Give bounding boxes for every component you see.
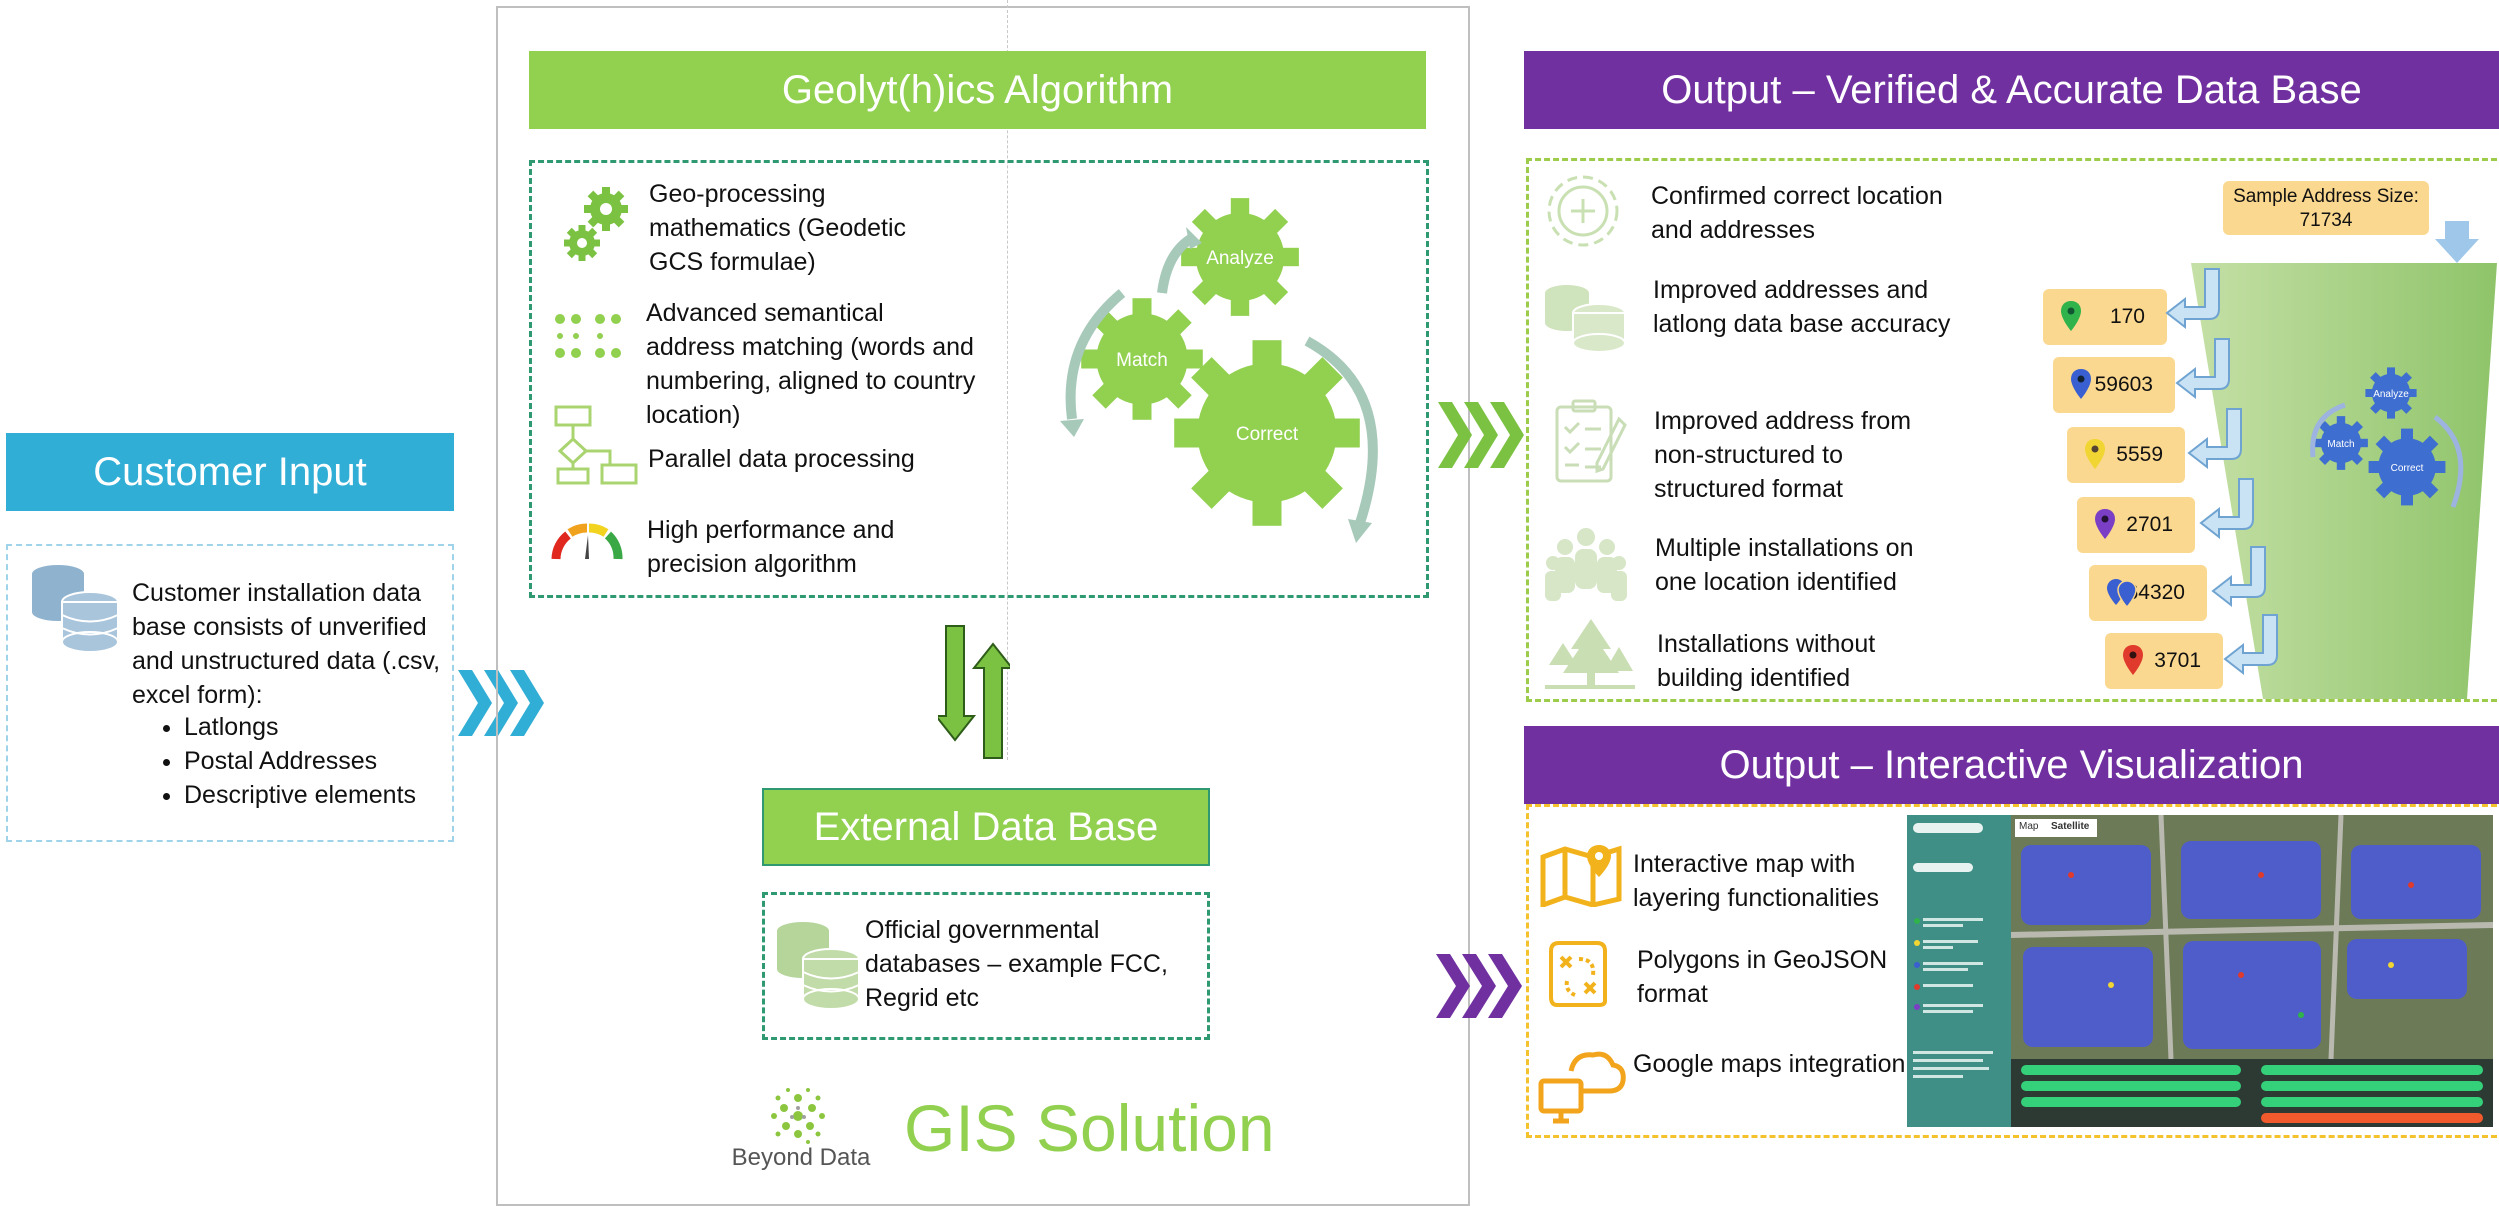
gears-icon <box>564 187 628 261</box>
people-group-icon <box>1545 528 1627 601</box>
product-title: GIS Solution <box>904 1091 1275 1165</box>
map-note <box>1913 1049 2003 1079</box>
funnel-graphic <box>2191 263 2497 699</box>
sample-size-value: 71734 <box>2299 210 2353 231</box>
output-item-confirmed: Confirmed correct location and addresses <box>1651 182 1943 244</box>
count-value: 64320 <box>2126 581 2185 604</box>
customer-input-title: Customer Input <box>93 449 367 494</box>
map-filter-input[interactable] <box>1913 863 1973 872</box>
gear-label-correct: Correct <box>1236 424 1299 445</box>
output-verified-title: Output – Verified & Accurate Data Base <box>1661 67 2362 112</box>
chevron-arrow-green-icon <box>1438 402 1524 468</box>
map-pin-blue-icon <box>2071 369 2091 399</box>
gear-label-match: Match <box>1116 350 1168 371</box>
output-item-without-building: Installations without building identifie… <box>1657 630 1876 692</box>
exchange-arrows-icon <box>938 625 1010 759</box>
cloud-monitor-icon <box>1538 1051 1626 1124</box>
map-pin-green-icon <box>2061 301 2081 331</box>
database-icon <box>32 565 119 653</box>
map-search-input[interactable] <box>1913 823 1983 833</box>
visual-item-interactive-map: Interactive map with layering functional… <box>1633 850 1879 912</box>
count-value: 2701 <box>2126 513 2173 536</box>
beyond-data-logo-icon <box>771 1088 825 1144</box>
map-pin-icon <box>1540 845 1622 907</box>
map-screenshot: Map Satellite <box>1907 815 2493 1127</box>
curved-arrows-graphic <box>2165 268 2278 676</box>
external-db-description: Official governmental databases – exampl… <box>865 916 1168 1012</box>
output-visual-box: Interactive map with layering functional… <box>1526 804 2499 1138</box>
map-tab-map[interactable]: Map <box>2019 821 2039 832</box>
bullet-postal-addresses: Postal Addresses <box>184 744 448 778</box>
mini-gear-label-correct: Correct <box>2391 463 2424 474</box>
external-db-title: External Data Base <box>813 804 1159 849</box>
count-badge: 3701 <box>2105 633 2223 689</box>
output-visual-title: Output – Interactive Visualization <box>1719 742 2304 787</box>
chevron-arrow-blue-icon <box>458 670 544 736</box>
count-badge: 2701 <box>2077 497 2195 553</box>
sample-size-badge: Sample Address Size: 71734 <box>2223 181 2429 235</box>
map-canvas[interactable]: Map Satellite <box>2010 815 2493 1060</box>
visual-item-polygons: Polygons in GeoJSON format <box>1637 946 1888 1008</box>
mini-gear-label-analyze: Analyze <box>2373 389 2409 400</box>
database-icon <box>1545 285 1626 353</box>
mini-gears-graphic: Analyze Match Correct <box>2310 367 2464 508</box>
algorithm-gears-graphic: Analyze Match Correct <box>1060 198 1378 543</box>
algorithm-banner: Geolyt(h)ics Algorithm <box>529 51 1426 129</box>
checklist-icon <box>1555 399 1627 483</box>
customer-input-description: Customer installation data base consists… <box>132 579 441 709</box>
down-arrow-icon <box>2435 221 2479 263</box>
algorithm-box: Geo-processing mathematics (Geodetic GCS… <box>529 160 1429 598</box>
feature-high-performance: High performance and precision algorithm <box>647 516 895 578</box>
trees-icon <box>1545 619 1635 689</box>
database-icon <box>777 922 860 1010</box>
output-verified-banner: Output – Verified & Accurate Data Base <box>1524 51 2499 129</box>
output-visual-banner: Output – Interactive Visualization <box>1524 726 2499 804</box>
algorithm-title: Geolyt(h)ics Algorithm <box>781 67 1174 112</box>
bullet-descriptive-elements: Descriptive elements <box>184 778 448 812</box>
map-tab-satellite[interactable]: Satellite <box>2051 821 2090 832</box>
map-pin-yellow-icon <box>2085 439 2105 469</box>
map-pin-purple-icon <box>2095 509 2115 539</box>
feature-geo-processing: Geo-processing mathematics (Geodetic GCS… <box>649 180 907 276</box>
customer-input-box: Customer installation data base consists… <box>6 544 454 842</box>
feature-semantic-matching: Advanced semantical address matching (wo… <box>646 299 976 429</box>
external-db-box: Official governmental databases – exampl… <box>762 892 1210 1040</box>
map-pin-double-blue-icon <box>2107 579 2137 609</box>
output-item-structured-format: Improved address from non-structured to … <box>1654 407 1912 503</box>
output-verified-box: Confirmed correct location and addresses… <box>1526 158 2499 702</box>
polygon-icon <box>1549 941 1607 1007</box>
flowchart-icon <box>554 405 638 485</box>
mini-gear-label-match: Match <box>2327 439 2354 450</box>
output-item-improved-addresses: Improved addresses and latlong data base… <box>1653 276 1951 338</box>
chevron-arrow-purple-icon <box>1436 954 1522 1018</box>
map-legend <box>1913 915 2003 1025</box>
count-value: 170 <box>2109 305 2145 328</box>
gear-label-analyze: Analyze <box>1206 248 1274 269</box>
center-guide-line <box>1007 0 1008 760</box>
target-icon <box>1547 175 1619 247</box>
visual-item-google-maps: Google maps integration <box>1633 1050 1906 1078</box>
feature-parallel-processing: Parallel data processing <box>648 445 915 473</box>
count-value: 5559 <box>2116 443 2163 466</box>
dots-grid-icon <box>555 314 621 358</box>
count-badge: 64320 <box>2089 565 2207 621</box>
external-db-banner: External Data Base <box>762 788 1210 866</box>
count-badge: 59603 <box>2053 357 2175 413</box>
count-value: 59603 <box>2094 373 2153 396</box>
count-value: 3701 <box>2154 649 2201 672</box>
map-pin-red-icon <box>2123 645 2143 675</box>
company-name: Beyond Data <box>731 1144 871 1171</box>
sample-size-label: Sample Address Size: <box>2233 186 2419 207</box>
map-sidebar <box>1907 815 2011 1127</box>
customer-input-bullets: Latlongs Postal Addresses Descriptive el… <box>148 710 448 812</box>
count-badge: 170 <box>2043 289 2167 345</box>
gauge-icon <box>551 523 623 560</box>
count-badge: 5559 <box>2067 427 2185 483</box>
customer-input-banner: Customer Input <box>6 433 454 511</box>
map-info-panel <box>2011 1059 2493 1127</box>
output-item-multiple-installations: Multiple installations on one location i… <box>1655 534 1914 596</box>
bullet-latlongs: Latlongs <box>184 710 448 744</box>
